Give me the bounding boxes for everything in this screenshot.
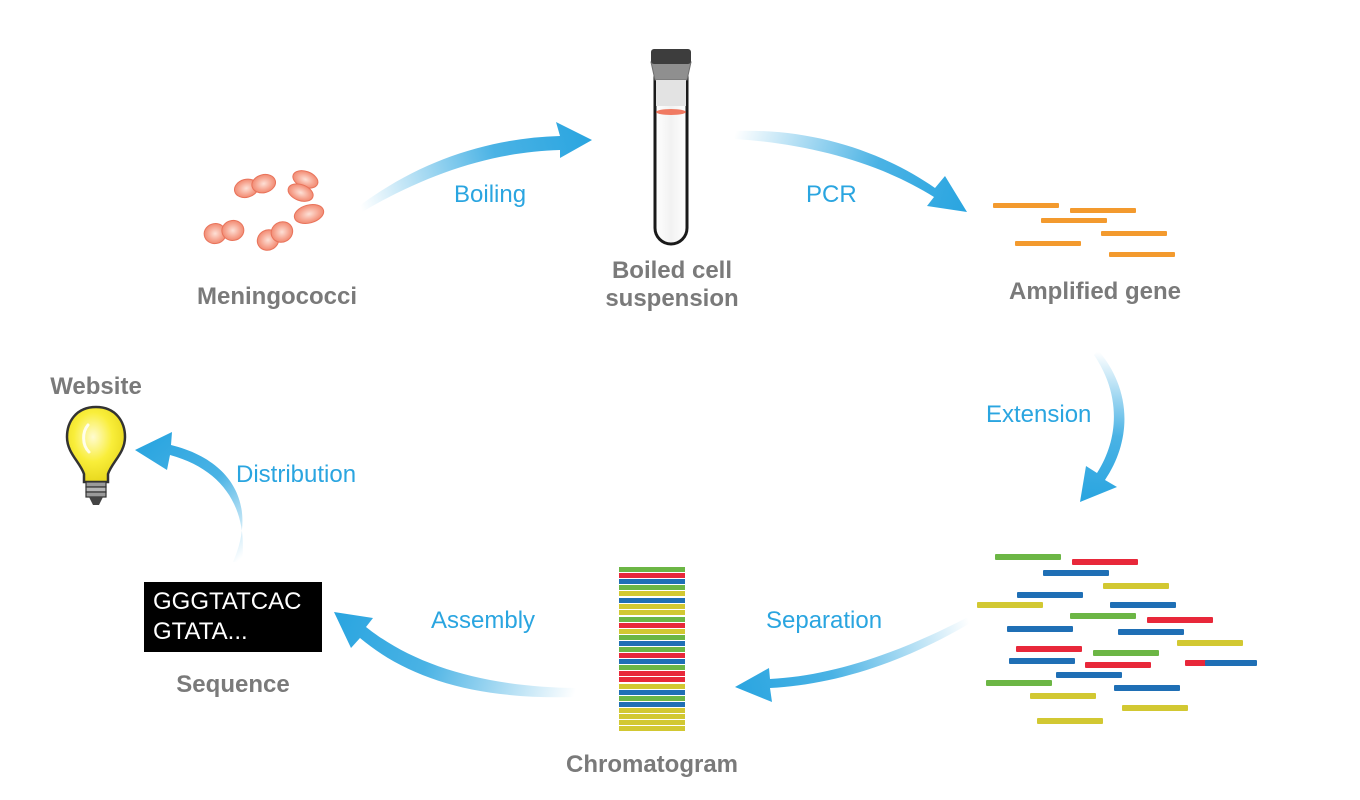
node-label-chromatogram: Chromatogram xyxy=(565,751,739,778)
sequence-box: GGGTATCAC GTATA... xyxy=(144,582,322,652)
lightbulb-icon xyxy=(65,405,127,505)
step-label-pcr: PCR xyxy=(806,181,857,208)
arrow-assembly xyxy=(334,612,577,698)
step-label-assembly: Assembly xyxy=(431,607,536,634)
node-label-boiled-cell-line1: Boiled cell xyxy=(611,257,733,284)
node-label-meningococci: Meningococci xyxy=(196,283,358,310)
step-label-distribution: Distribution xyxy=(236,461,357,488)
gel-fragments-icon xyxy=(977,554,1257,724)
arrow-extension xyxy=(1080,350,1125,502)
chromatogram-icon xyxy=(619,567,685,731)
arrow-distribution xyxy=(135,432,243,562)
step-label-separation: Separation xyxy=(766,607,883,634)
dna-fragments-icon xyxy=(993,203,1175,257)
sequence-line-1: GGGTATCAC xyxy=(153,588,302,615)
arrow-separation xyxy=(735,617,972,702)
sequence-line-2: GTATA... xyxy=(153,618,248,645)
step-label-boiling: Boiling xyxy=(454,181,527,208)
test-tube-icon xyxy=(650,49,692,246)
cells-icon xyxy=(203,170,325,251)
arrow-boiling xyxy=(358,122,592,212)
node-label-boiled-cell-line2: suspension xyxy=(605,285,739,312)
node-label-website: Website xyxy=(50,373,142,400)
node-label-sequence: Sequence xyxy=(176,671,290,698)
step-label-extension: Extension xyxy=(986,401,1092,428)
node-label-amplified-gene: Amplified gene xyxy=(1008,278,1182,305)
arrow-pcr xyxy=(733,130,967,212)
node-label-boiled-cell-suspension: Boiled cell suspension xyxy=(572,257,772,313)
